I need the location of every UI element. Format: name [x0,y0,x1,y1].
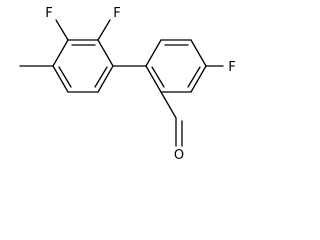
bond [145,39,162,67]
atom-label-o: O [174,148,184,163]
double-bond-inner [94,66,108,88]
bond-c-f [55,19,69,41]
left-ring [52,39,114,93]
bond-c-f [97,19,111,41]
right-ring [145,39,207,93]
bond [52,39,69,67]
atom-label-f: F [228,60,235,75]
bond [52,65,69,93]
bond [97,39,114,67]
bond [145,65,162,93]
bond [190,65,207,93]
bond [97,65,114,93]
left-substituents [19,19,111,67]
chemical-structure: F F F O [19,6,236,163]
double-bond-inner [151,66,165,88]
right-substituents [160,65,224,147]
double-bond-inner [187,66,201,88]
atom-label-f: F [45,6,52,21]
atom-label-f: F [113,6,120,21]
bond [190,39,207,67]
double-bond-inner [58,66,72,88]
bond-c-cho [160,91,177,119]
